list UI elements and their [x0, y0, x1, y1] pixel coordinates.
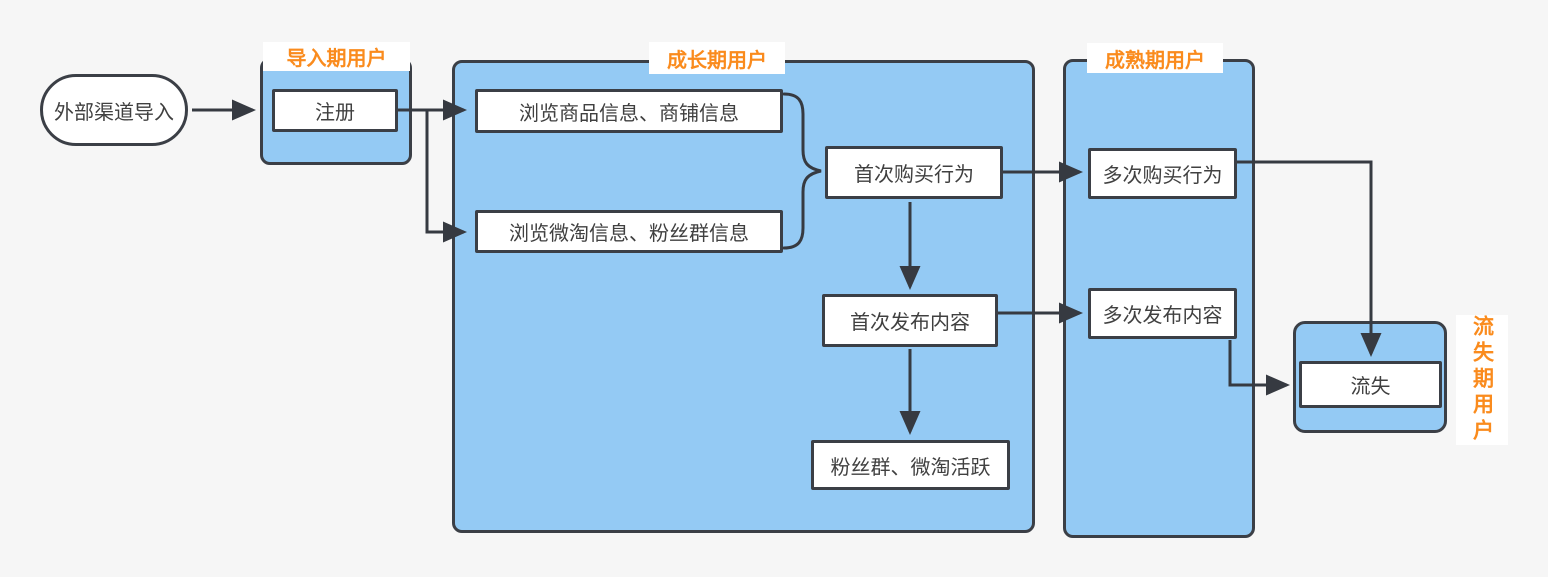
stage-churn-label: 流失期用户	[1456, 315, 1508, 445]
node-browse-weitao-label: 浏览微淘信息、粉丝群信息	[509, 221, 749, 245]
stage-growth-label: 成长期用户	[649, 42, 785, 74]
node-browse-products[interactable]: 浏览商品信息、商铺信息	[475, 89, 783, 133]
stage-mature-label: 成熟期用户	[1087, 43, 1223, 73]
stage-churn-label-text: 流失期用户	[1470, 315, 1495, 445]
node-browse-weitao[interactable]: 浏览微淘信息、粉丝群信息	[475, 210, 783, 253]
node-first-purchase[interactable]: 首次购买行为	[825, 146, 1003, 199]
node-external-channel[interactable]: 外部渠道导入	[40, 74, 188, 146]
node-fans-active[interactable]: 粉丝群、微淘活跃	[811, 440, 1010, 490]
node-repeat-publish[interactable]: 多次发布内容	[1088, 288, 1237, 339]
node-register[interactable]: 注册	[272, 89, 398, 132]
node-browse-products-label: 浏览商品信息、商铺信息	[519, 100, 739, 125]
node-churn-label: 流失	[1350, 374, 1391, 398]
stage-mature-label-text: 成熟期用户	[1105, 47, 1205, 72]
node-first-publish[interactable]: 首次发布内容	[822, 294, 998, 347]
stage-import-label: 导入期用户	[263, 42, 410, 71]
node-first-purchase-label: 首次购买行为	[854, 162, 974, 186]
node-repeat-purchase-label: 多次购买行为	[1102, 163, 1223, 187]
node-fans-active-label: 粉丝群、微淘活跃	[830, 454, 991, 479]
node-repeat-publish-label: 多次发布内容	[1102, 303, 1223, 327]
stage-growth-label-text: 成长期用户	[667, 47, 767, 72]
node-register-label: 注册	[315, 100, 355, 124]
node-external-channel-label: 外部渠道导入	[54, 99, 174, 124]
stage-import-label-text: 导入期用户	[286, 46, 387, 70]
node-repeat-purchase[interactable]: 多次购买行为	[1088, 148, 1237, 199]
node-first-publish-label: 首次发布内容	[850, 310, 970, 334]
node-churn[interactable]: 流失	[1299, 361, 1442, 408]
